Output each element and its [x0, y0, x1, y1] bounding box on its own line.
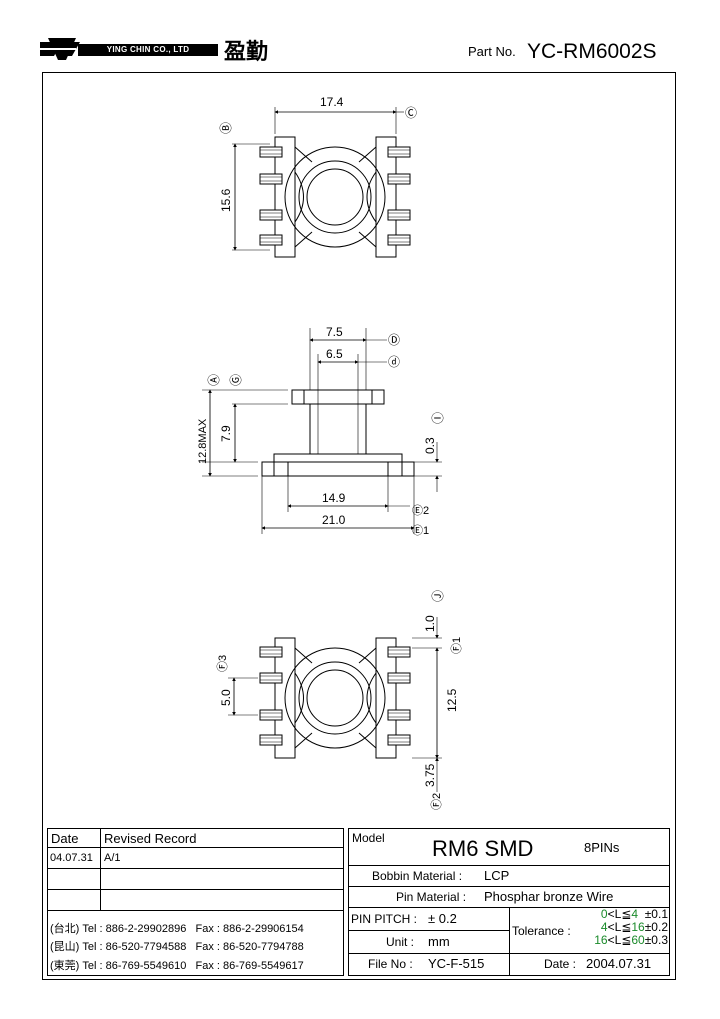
contact-tel: Tel : 886-2-29902896: [82, 923, 187, 935]
part-no-value: YC-RM6002S: [527, 40, 657, 63]
bottom-ref-F3: Ⓕ3: [216, 655, 229, 672]
pin-pitch-value: ± 0.2: [428, 911, 457, 926]
contact-tel: Tel : 86-520-7794588: [82, 941, 187, 953]
drawing-frame: [42, 72, 676, 980]
side-ref-d: ⓓ: [388, 355, 400, 369]
pin-material-label: Pin Material :: [396, 890, 467, 904]
bottom-top-offset: 1.0: [423, 615, 437, 632]
side-ref-D: Ⓓ: [388, 333, 400, 347]
contact-tel: Tel : 86-769-5549610: [82, 960, 187, 972]
bottom-span: 12.5: [445, 688, 459, 712]
side-max-height: 12.8MAX: [197, 418, 209, 464]
side-ref-G: Ⓖ: [229, 374, 243, 386]
date-label: Date :: [544, 957, 577, 971]
bottom-ref-J: Ⓙ: [431, 590, 445, 602]
pin-count: 8PINs: [584, 840, 620, 855]
top-ref-c: Ⓒ: [405, 106, 417, 120]
model-value: RM6 SMD: [432, 836, 534, 861]
model-label: Model: [352, 831, 385, 845]
contact-fax: Fax : 86-769-5549617: [195, 960, 304, 972]
contact-city: (昆山): [50, 941, 80, 953]
contact-fax: Fax : 86-520-7794788: [195, 941, 304, 953]
bottom-ref-F1: Ⓕ1: [450, 637, 463, 654]
contact-city: (東莞): [50, 960, 80, 972]
bottom-pitch: 5.0: [219, 689, 233, 706]
pin-pitch-label: PIN PITCH :: [351, 912, 418, 926]
revision-row-date: 04.07.31: [50, 852, 93, 864]
side-view: [202, 328, 442, 534]
side-width-inner: 14.9: [322, 491, 346, 505]
bottom-view: [228, 617, 442, 792]
side-ref-E1: Ⓔ1: [412, 524, 429, 537]
side-d-lower: 6.5: [326, 347, 343, 361]
side-pin-thickness: 0.3: [423, 437, 437, 454]
file-no-value: YC-F-515: [428, 956, 485, 971]
company-logo: [40, 38, 80, 60]
unit-label: Unit :: [386, 935, 415, 949]
part-no-label: Part No.: [468, 44, 516, 59]
revision-row-record: A/1: [104, 852, 121, 864]
top-width-dim: 17.4: [320, 95, 344, 109]
tolerance-row: 4<L≦16±0.2: [600, 920, 668, 934]
revision-col-record: Revised Record: [104, 831, 197, 846]
company-name-zh: 盈勤: [224, 39, 269, 65]
company-name-en: YING CHIN CO., LTD: [78, 44, 218, 56]
unit-value: mm: [428, 934, 450, 949]
top-ref-b: Ⓑ: [219, 122, 233, 134]
pin-material-value: Phosphar bronze Wire: [484, 889, 614, 904]
file-no-label: File No :: [368, 957, 413, 971]
side-ref-I: Ⓘ: [431, 412, 445, 424]
side-d-upper: 7.5: [326, 325, 343, 339]
contact-city: (台北): [50, 923, 80, 935]
tolerance-row: 0<L≦4 ±0.1: [600, 907, 668, 921]
technical-drawing: 17.4 Ⓒ Ⓑ 15.6: [197, 95, 463, 810]
bottom-ref-F2: Ⓕ2: [430, 793, 443, 810]
tolerance-row: 16<L≦60±0.3: [594, 933, 668, 947]
side-width-outer: 21.0: [322, 513, 346, 527]
side-ref-E2: Ⓔ2: [412, 504, 429, 517]
bobbin-value: LCP: [484, 868, 510, 883]
date-value: 2004.07.31: [586, 956, 652, 971]
side-height: 7.9: [219, 425, 233, 442]
bottom-bottom-offset: 3.75: [423, 763, 437, 787]
top-view: [232, 107, 411, 258]
top-height-dim: 15.6: [219, 188, 233, 212]
tolerance-label: Tolerance :: [512, 924, 571, 938]
revision-col-date: Date: [51, 831, 79, 846]
bobbin-label: Bobbin Material :: [372, 869, 463, 883]
contact-fax: Fax : 886-2-29906154: [195, 923, 304, 935]
side-ref-A: Ⓐ: [207, 374, 221, 386]
